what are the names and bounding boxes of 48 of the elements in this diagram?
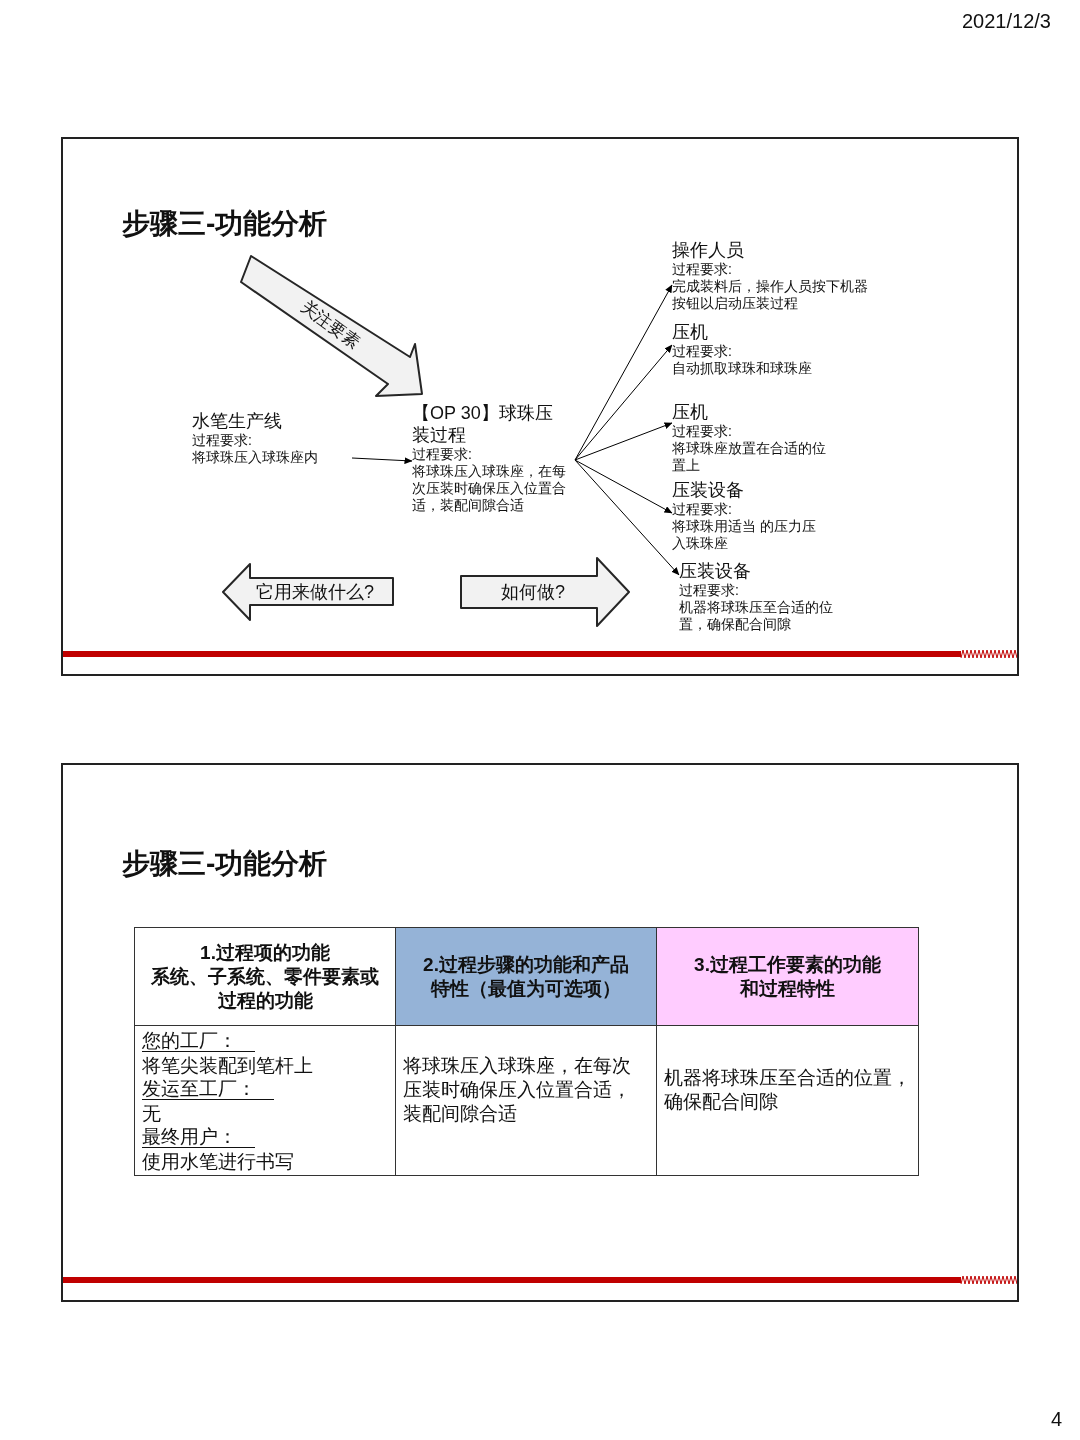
slide-title: 步骤三-功能分析 [122,207,328,241]
slide-frame [61,763,1019,1302]
requirement-label: 过程要求: [412,446,473,463]
node-heading: 操作人员 [672,239,745,261]
function-text: 机器将球珠压至合适的位置，确保配合间隙 [664,1066,912,1114]
column-heading: 2.过程步骤的功能和产品特性（最值为可选项） [422,952,630,1001]
node-heading: 压装设备 [672,479,745,501]
requirement-label: 过程要求: [672,261,733,278]
requirement-text: 将球珠座放置在合适的位置上 [672,440,827,474]
section-heading: 您的工厂： [142,1030,255,1052]
section-heading: 最终用户： [142,1126,255,1148]
column-heading: 1.过程项的功能 [200,940,330,965]
requirement-label: 过程要求: [672,423,733,440]
requirement-text: 将球珠压入球珠座内 [192,449,319,466]
requirement-text: 机器将球珠压至合适的位置，确保配合间隙 [679,599,834,633]
arrow [351,457,413,465]
requirement-text: 将球珠用适当 的压力压入珠珠座 [672,518,817,552]
section-heading: 发运至工厂： [142,1078,274,1100]
slide-title: 步骤三-功能分析 [122,847,328,881]
arrow-label: 关注要素 [296,296,364,354]
arrow-label: 如何做? [501,581,565,603]
date-text: 2021/12/3 [962,9,1051,33]
arrow [574,422,673,461]
requirement-label: 过程要求: [672,501,733,518]
node-heading: 压机 [672,321,709,343]
node-heading: 压装设备 [679,560,752,582]
arrow-label: 它用来做什么? [256,581,374,603]
column-heading: 3.过程工作要素的功能和过程特性 [693,952,882,1001]
node-heading: 水笔生产线 [192,410,283,432]
requirement-label: 过程要求: [672,343,733,360]
arrow [574,284,673,461]
column-heading: 系统、子系统、零件要素或过程的功能 [150,964,380,1013]
arrow [574,344,673,461]
arrow [574,459,680,576]
function-text: 使用水笔进行书写 [142,1150,295,1174]
node-heading: 【OP 30】球珠压装过程 [412,402,554,446]
slide-frame [61,137,1019,676]
arrow [574,459,673,514]
page-number: 4 [1051,1407,1063,1431]
requirement-label: 过程要求: [192,432,253,449]
requirement-label: 过程要求: [679,582,740,599]
function-text: 将笔尖装配到笔杆上 [142,1054,314,1078]
node-heading: 压机 [672,401,709,423]
requirement-text: 完成装料后，操作人员按下机器按钮以启动压装过程 [672,278,869,312]
requirement-text: 将球珠压入球珠座，在每次压装时确保压入位置合适，装配间隙合适 [412,463,567,514]
function-text: 将球珠压入球珠座，在每次压装时确保压入位置合适，装配间隙合适 [403,1054,632,1126]
function-text: 无 [142,1102,162,1126]
requirement-text: 自动抓取球珠和球珠座 [672,360,813,377]
